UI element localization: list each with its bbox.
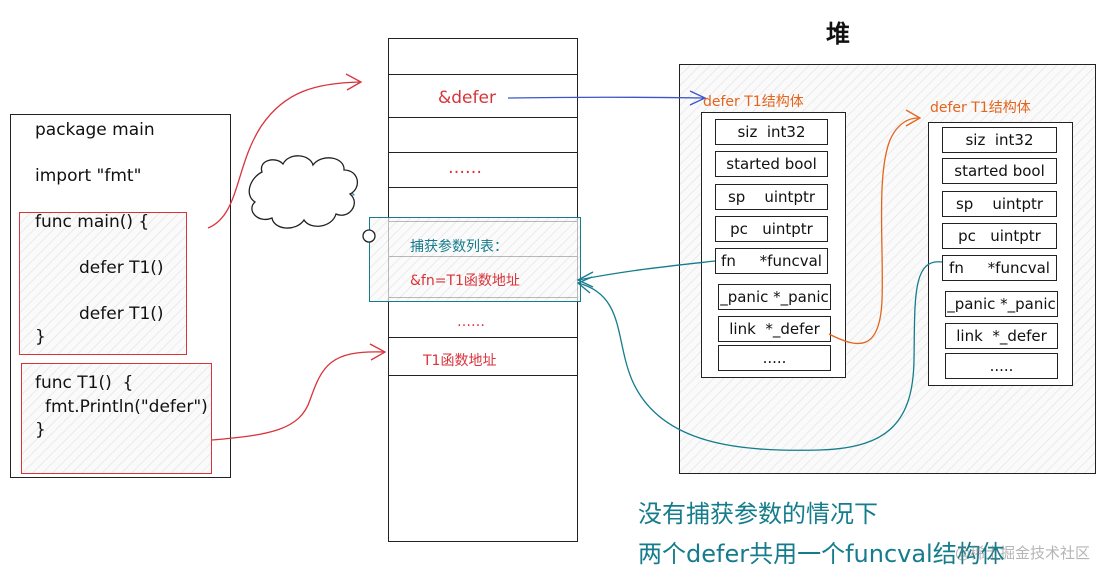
capture-params-title: 捕获参数列表： — [410, 239, 508, 255]
struct2-field-siz: siz int32 — [942, 127, 1057, 153]
struct2-field-started: started bool — [942, 158, 1057, 184]
code-line-close-main: } — [35, 327, 46, 347]
stack-dots-2: …… — [457, 314, 485, 330]
fn-addr-label: &fn=T1函数地址 — [410, 273, 520, 289]
funcval-cloud-label: funcval结构体 — [262, 185, 356, 201]
struct2-field-dots: ..... — [945, 353, 1058, 379]
defer-ref-label: &defer — [438, 88, 496, 108]
struct1-field-pc: pc uintptr — [715, 216, 828, 242]
code-line-defer-2: defer T1() — [79, 304, 164, 324]
struct1-field-dots: ..... — [718, 345, 831, 371]
main-func-box — [19, 212, 187, 355]
t1-addr-label: T1函数地址 — [423, 353, 497, 369]
heap-title: 堆 — [826, 20, 850, 48]
code-line-close-t1: } — [35, 420, 46, 440]
capture-params-box — [369, 217, 581, 302]
code-line-func-main: func main() { — [35, 212, 150, 232]
struct2-field-panic: _panic *_panic — [945, 291, 1058, 317]
struct2-field-fn: fn *funcval — [942, 255, 1057, 281]
t1-func-box — [21, 363, 212, 474]
struct2-field-link: link *_defer — [945, 323, 1058, 349]
code-line-package: package main — [35, 120, 155, 140]
watermark: @稀土掘金技术社区 — [955, 544, 1091, 562]
struct1-field-siz: siz int32 — [715, 119, 828, 145]
struct1-field-started: started bool — [715, 151, 828, 177]
struct2-field-sp: sp uintptr — [942, 191, 1057, 217]
code-line-func-t1: func T1() { — [35, 373, 134, 393]
struct1-field-panic: _panic *_panic — [718, 284, 831, 310]
code-line-defer-1: defer T1() — [79, 258, 164, 278]
struct1-field-link: link *_defer — [718, 316, 831, 342]
caption-line-1: 没有捕获参数的情况下 — [638, 500, 878, 528]
code-line-println: fmt.Println("defer") — [45, 397, 208, 417]
struct1-field-sp: sp uintptr — [715, 184, 828, 210]
arrow-t1-to-stack — [211, 351, 385, 441]
struct1-title: defer T1结构体 — [703, 94, 804, 110]
struct2-field-pc: pc uintptr — [942, 223, 1057, 249]
code-line-import: import "fmt" — [35, 166, 142, 186]
struct2-title: defer T1结构体 — [930, 100, 1031, 116]
caption-line-2: 两个defer共用一个funcval结构体 — [638, 540, 1005, 568]
struct1-field-fn: fn *funcval — [715, 248, 828, 274]
stack-dots-1: …… — [448, 158, 482, 178]
